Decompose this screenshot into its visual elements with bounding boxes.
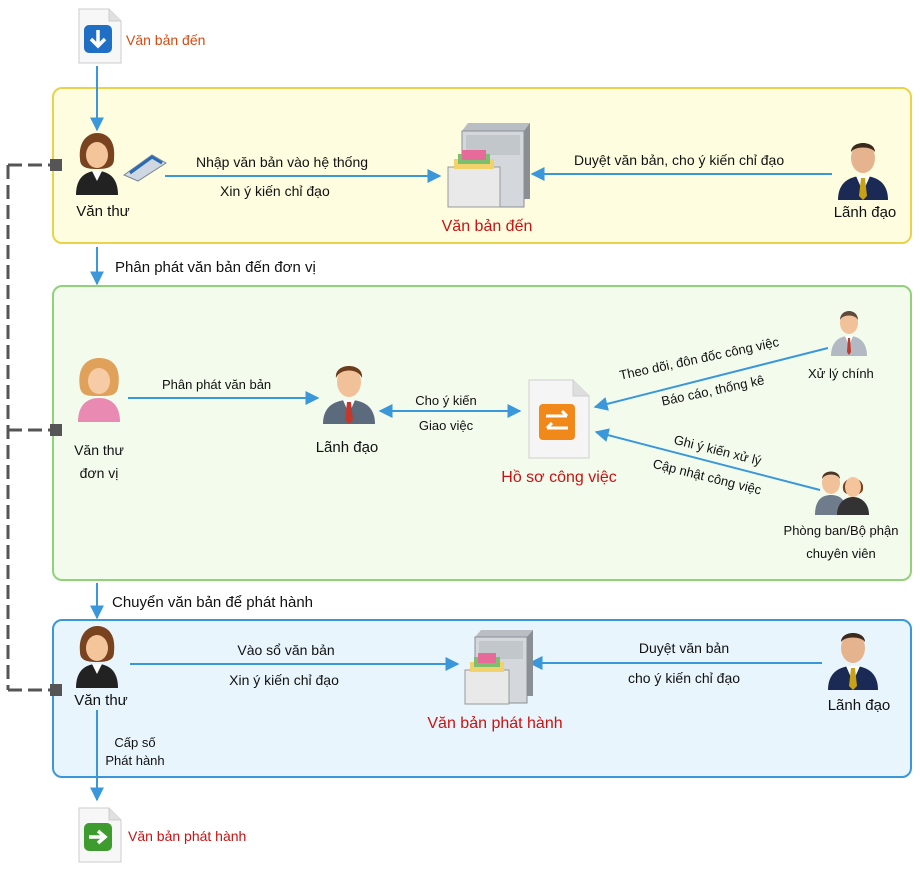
outgoing-ask-opinion-label: Xin ý kiến chỉ đạo <box>229 672 339 688</box>
unit-leader-label: Lãnh đạo <box>315 439 379 456</box>
outgoing-review-label-1: Duyệt văn bản <box>638 640 730 656</box>
leader-label: Lãnh đạo <box>833 204 897 221</box>
leader-person-icon <box>838 143 888 200</box>
issue-number-label-2: Phát hành <box>105 753 165 768</box>
review-doc-label: Duyệt văn bản, cho ý kiến chỉ đạo <box>574 152 785 168</box>
unit-clerk-person-icon <box>78 358 120 422</box>
outgoing-leader-label: Lãnh đạo <box>827 697 891 714</box>
outgoing-review-label-2: cho ý kiến chỉ đạo <box>627 670 741 686</box>
unit-leader-person-icon <box>323 366 375 424</box>
unit-clerk-label-2: đơn vị <box>79 465 119 481</box>
scanner-icon <box>122 154 167 182</box>
outgoing-leader-person-icon <box>828 633 878 690</box>
give-opinion-label: Cho ý kiến <box>415 393 477 408</box>
feedback-bracket <box>6 163 50 692</box>
main-handler-person-icon <box>831 311 867 356</box>
department-label-2: chuyên viên <box>806 546 876 561</box>
department-label-1: Phòng ban/Bộ phận <box>783 523 899 538</box>
outgoing-clerk-label: Văn thư <box>74 692 128 709</box>
outgoing-clerk-person-icon <box>76 626 118 688</box>
outgoing-cabinet-icon <box>464 630 533 705</box>
distribute-doc-label: Phân phát văn bản <box>162 377 272 392</box>
enter-doc-label: Nhập văn bản vào hệ thống <box>196 154 369 170</box>
transfer-step-label: Chuyển văn bản để phát hành <box>112 594 313 611</box>
ask-opinion-label: Xin ý kiến chỉ đạo <box>220 183 330 199</box>
clerk-person-icon <box>76 133 118 195</box>
clerk-label: Văn thư <box>76 203 130 220</box>
filing-cabinet-icon <box>447 123 530 208</box>
unit-clerk-label-1: Văn thư <box>74 442 124 458</box>
work-file-label: Hồ sơ công việc <box>501 469 617 486</box>
outgoing-document-icon <box>78 807 122 863</box>
register-doc-label: Vào sổ văn bản <box>237 642 335 658</box>
incoming-document-icon <box>78 8 122 64</box>
outgoing-doc-label: Văn bản phát hành <box>128 828 247 844</box>
issue-number-label-1: Cấp số <box>114 735 156 750</box>
assign-task-label: Giao việc <box>418 418 474 433</box>
incoming-storage-label: Văn bản đến <box>441 218 533 235</box>
department-people-icon <box>815 471 869 515</box>
work-file-icon <box>528 379 590 459</box>
outgoing-storage-label: Văn bản phát hành <box>427 715 563 732</box>
distribute-step-label: Phân phát văn bản đến đơn vị <box>115 259 316 276</box>
main-handler-label: Xử lý chính <box>808 366 874 381</box>
incoming-doc-label: Văn bản đến <box>126 32 206 48</box>
unit-processing-panel <box>52 285 912 581</box>
